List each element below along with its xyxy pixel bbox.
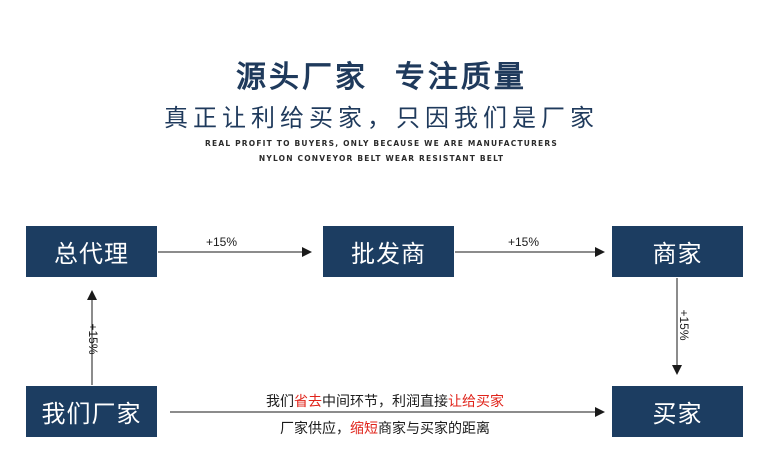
markup-wholesaler-to-merchant: +15% xyxy=(508,235,540,249)
note-text: 中间环节，利润直接 xyxy=(322,394,448,410)
note-line-1: 我们省去中间环节，利润直接让给买家 xyxy=(170,391,600,411)
english-tagline-2: NYLON CONVEYOR BELT WEAR RESISTANT BELT xyxy=(258,154,505,163)
note-highlight: 省去 xyxy=(294,394,322,410)
page-title: 源头厂家 专注质量 xyxy=(236,60,527,95)
note-highlight: 缩短 xyxy=(350,421,378,437)
note-text: 我们 xyxy=(266,394,294,410)
node-agent: 总代理 xyxy=(26,226,157,277)
node-buyer: 买家 xyxy=(612,386,743,437)
page-subtitle: 真正让利给买家，只因我们是厂家 xyxy=(164,104,599,132)
note-text: 商家与买家的距离 xyxy=(378,421,490,437)
node-factory: 我们厂家 xyxy=(26,386,157,437)
markup-agent-to-wholesaler: +15% xyxy=(206,235,238,249)
note-highlight: 让给买家 xyxy=(448,394,504,410)
node-wholesaler: 批发商 xyxy=(323,226,454,277)
note-text: 厂家供应， xyxy=(280,421,350,437)
markup-merchant-to-buyer: +15% xyxy=(677,309,691,341)
note-line-2: 厂家供应，缩短商家与买家的距离 xyxy=(170,418,600,438)
english-tagline-1: REAL PROFIT TO BUYERS, ONLY BECAUSE WE A… xyxy=(205,139,558,148)
node-merchant: 商家 xyxy=(612,226,743,277)
markup-factory-to-agent: +15% xyxy=(86,323,100,355)
